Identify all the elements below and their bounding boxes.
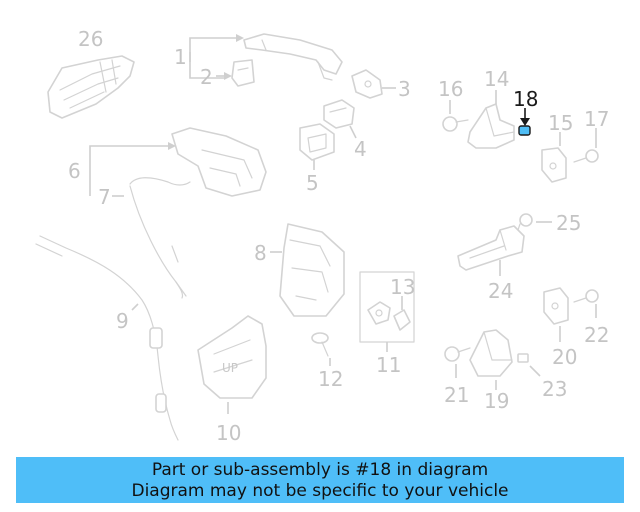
callout-20: 20 (552, 345, 577, 369)
callout-2: 2 (200, 65, 213, 89)
part-11-plate (367, 301, 391, 325)
callout-18: 18 (513, 87, 538, 111)
part-2-handle-cap (231, 59, 255, 87)
arrow-6 (168, 142, 176, 150)
callout-3: 3 (398, 77, 411, 101)
leader-9 (131, 303, 139, 311)
callout-10: 10 (216, 421, 241, 445)
callout-13: 13 (390, 275, 415, 299)
banner-line-2: Diagram may not be specific to your vehi… (131, 481, 509, 501)
callout-16: 16 (438, 77, 463, 101)
part-10-latch-cover: UP (197, 315, 267, 399)
leader-6 (89, 145, 170, 196)
callout-8: 8 (254, 241, 267, 265)
part-18-highlighted (518, 125, 531, 136)
part-12-bolt (311, 332, 329, 357)
part-21-bolt (444, 346, 471, 362)
callout-24: 24 (488, 279, 513, 303)
part-20-plate (543, 287, 569, 325)
part-16-bolt (442, 116, 469, 132)
part-9-cable (35, 235, 179, 441)
part-4-clip (323, 99, 355, 129)
callout-9: 9 (116, 309, 129, 333)
part-24-door-check (457, 225, 525, 271)
callout-11: 11 (376, 353, 401, 377)
callout-26: 26 (78, 27, 103, 51)
part-17-bolt (573, 149, 599, 163)
part-15-hinge-plate (541, 147, 567, 183)
part-6-inner-handle (171, 127, 267, 197)
part-19-lower-hinge (469, 329, 513, 377)
callout-6: 6 (68, 159, 81, 183)
banner-line-1: Part or sub-assembly is #18 in diagram (151, 460, 489, 480)
callout-23: 23 (542, 377, 567, 401)
callout-22: 22 (584, 323, 609, 347)
part-3-bracket (351, 69, 383, 99)
callout-5: 5 (306, 171, 319, 195)
callout-21: 21 (444, 383, 469, 407)
callout-25: 25 (556, 211, 581, 235)
callout-4: 4 (354, 137, 367, 161)
arrow-18 (520, 118, 530, 126)
part-23-block (517, 353, 529, 363)
part-26-bezel (47, 55, 135, 119)
part-13-pad (393, 309, 411, 331)
leader-1 (189, 37, 238, 62)
part-14-hinge (467, 103, 515, 149)
leader-1-b (189, 52, 226, 79)
callout-12: 12 (318, 367, 343, 391)
arrow-2 (224, 72, 232, 80)
callout-15: 15 (548, 111, 573, 135)
arrow-1 (236, 34, 244, 42)
callout-19: 19 (484, 389, 509, 413)
callout-14: 14 (484, 67, 509, 91)
leader-4 (349, 125, 357, 139)
part-7-cable (129, 177, 191, 299)
callout-17: 17 (584, 107, 609, 131)
callout-1: 1 (174, 45, 187, 69)
info-banner: Part or sub-assembly is #18 in diagram D… (16, 457, 624, 503)
part-25-bolt (515, 213, 533, 237)
callout-7: 7 (98, 185, 111, 209)
part-22-bolt (573, 289, 599, 303)
leader-23 (529, 365, 541, 377)
part-5-cover (299, 123, 335, 161)
part-1-outer-handle (243, 33, 343, 81)
part-8-latch (279, 223, 345, 317)
up-stamp: UP (222, 361, 238, 375)
